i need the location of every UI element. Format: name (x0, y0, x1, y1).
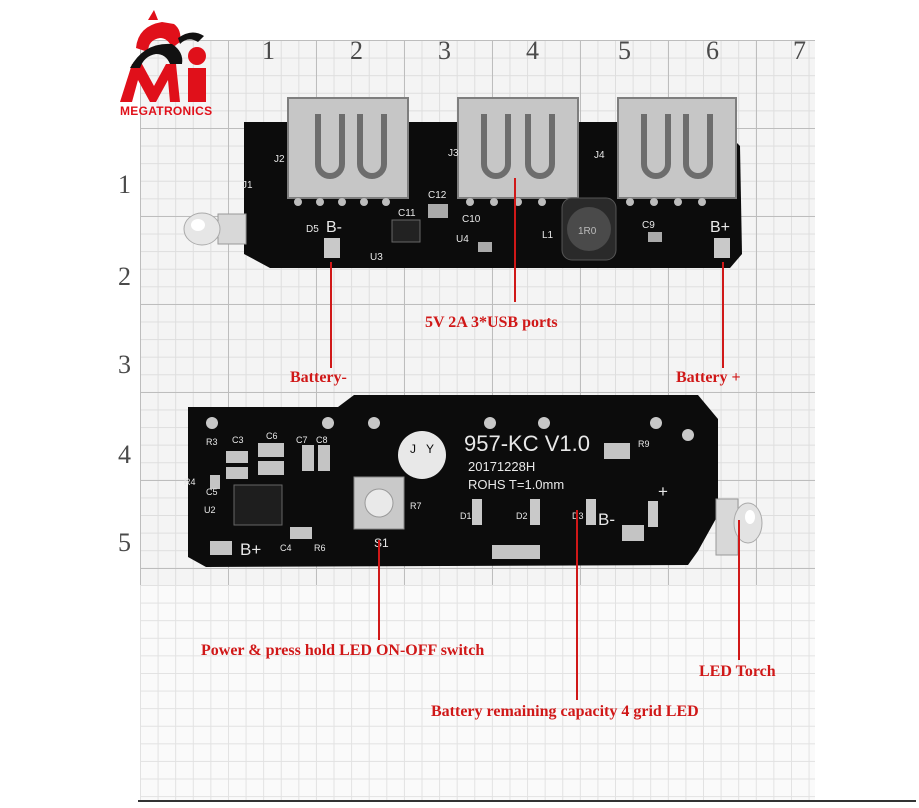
label-usb-ports: 5V 2A 3*USB ports (425, 314, 558, 331)
silk-u3: U3 (370, 252, 383, 263)
led-torch-bottom (715, 498, 763, 556)
silk-b-minus-bottom: B- (598, 510, 615, 529)
power-switch (353, 476, 405, 530)
silk-c3: C3 (232, 435, 244, 445)
battery-plus-pad-top (714, 238, 730, 258)
ruler-top-1: 1 (262, 36, 275, 65)
silk-1r0: 1R0 (578, 226, 597, 237)
usb-port-left (287, 97, 409, 199)
ruler-top-3: 3 (438, 36, 451, 65)
usb-port-right (617, 97, 737, 199)
silk-s1: S1 (374, 536, 389, 550)
leader-capacity (576, 510, 578, 700)
silk-b-minus: B- (326, 219, 342, 236)
logo-wordmark: MEGATRONICS (120, 104, 213, 118)
silk-c5: C5 (206, 487, 218, 497)
pcb-bottom-view: J Y 957-KC V1.0 (184, 395, 763, 567)
silk-j4: J4 (594, 150, 605, 161)
silk-c11: C11 (398, 208, 416, 219)
leader-battery-minus (330, 262, 332, 368)
ruler-top-2: 2 (350, 36, 363, 65)
silk-r4: R4 (184, 477, 196, 487)
silk-plus-bottom: + (658, 482, 668, 501)
silk-rohs: ROHS T=1.0mm (468, 477, 564, 492)
silk-b-plus: B+ (710, 219, 730, 236)
ruler-top-5: 5 (618, 36, 631, 65)
label-led-torch: LED Torch (699, 663, 776, 680)
silk-j2: J2 (274, 154, 285, 165)
ruler-top-7: 7 (793, 36, 806, 65)
leader-usb (514, 178, 516, 302)
silk-r7: R7 (410, 501, 422, 511)
silk-d2: D2 (516, 511, 528, 521)
silk-c8: C8 (316, 435, 328, 445)
silk-c6: C6 (266, 431, 278, 441)
leader-torch (738, 520, 740, 660)
svg-text:Y: Y (426, 442, 434, 456)
silk-d5: D5 (306, 224, 319, 235)
ruler-left-5: 5 (118, 528, 131, 557)
label-battery-plus: Battery + (676, 369, 741, 386)
usb-port-middle (457, 97, 579, 199)
silk-board-model: 957-KC V1.0 (464, 431, 590, 456)
ruler-left-4: 4 (118, 440, 131, 469)
ruler-top-6: 6 (706, 36, 719, 65)
battery-minus-pad-top (324, 238, 340, 258)
inductor (561, 197, 617, 261)
silk-r6: R6 (314, 543, 326, 553)
label-battery-minus: Battery- (290, 369, 347, 386)
silk-c4: C4 (280, 543, 292, 553)
silk-l1: L1 (542, 230, 554, 241)
led-torch-top (183, 212, 247, 246)
label-capacity-led: Battery remaining capacity 4 grid LED (431, 703, 699, 720)
grid-paper-faded (140, 585, 815, 800)
ruler-top-4: 4 (526, 36, 539, 65)
silk-c9: C9 (642, 220, 655, 231)
ruler-left-3: 3 (118, 350, 131, 379)
silk-r3: R3 (206, 437, 218, 447)
silk-u2: U2 (204, 505, 216, 515)
pcb-top-view: J2 J1 J3 J4 D5 C11 C12 C10 U3 U4 L1 C9 1… (183, 97, 742, 268)
leader-battery-plus (722, 262, 724, 368)
ruler-left-1: 1 (118, 170, 131, 199)
ruler-left-2: 2 (118, 262, 131, 291)
silk-c7: C7 (296, 435, 308, 445)
leader-switch (378, 540, 380, 640)
label-power-switch: Power & press hold LED ON-OFF switch (201, 642, 485, 659)
silk-date-code: 20171228H (468, 459, 535, 474)
svg-text:J: J (410, 442, 416, 456)
silk-d1: D1 (460, 511, 472, 521)
silk-u4: U4 (456, 234, 469, 245)
capacity-leds (472, 499, 658, 527)
silk-b-plus-bottom: B+ (240, 540, 261, 559)
silk-j3: J3 (448, 148, 459, 159)
bottom-divider (138, 800, 916, 802)
silk-j1: J1 (242, 180, 253, 191)
silk-c12: C12 (428, 190, 447, 201)
silk-r9: R9 (638, 439, 650, 449)
silk-c10: C10 (462, 214, 481, 225)
megatronics-logo (120, 10, 206, 102)
